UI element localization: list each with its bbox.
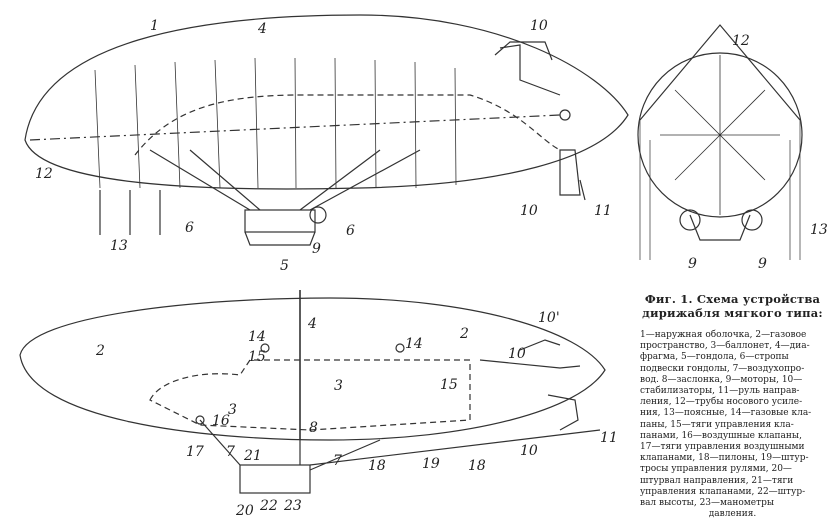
legend-line: паны, 15—тяги управления кла-	[640, 419, 794, 430]
label-9: 9	[688, 256, 697, 272]
label-23: 23	[283, 498, 302, 514]
legend-line: стабилизаторы, 11—руль направ-	[640, 386, 800, 397]
label-10b: 10	[520, 203, 538, 219]
label-8: 8	[309, 420, 318, 436]
label-11: 11	[600, 430, 618, 446]
label-10: 10	[508, 346, 526, 362]
label-1: 1	[150, 18, 159, 34]
legend-line: давления.	[708, 509, 757, 520]
label-19: 19	[422, 456, 440, 472]
label-10-prime: 10'	[538, 310, 560, 326]
legend-line: управления клапанами, 22—штур-	[640, 486, 806, 497]
label-10: 10	[530, 18, 548, 34]
label-15: 15	[248, 349, 266, 365]
label-21: 21	[243, 448, 262, 464]
label-5: 5	[280, 258, 289, 274]
side-view-airship	[24, 14, 629, 246]
label-4: 4	[307, 316, 317, 332]
label-6b: 6	[346, 223, 355, 239]
figure-title-line-1: Фиг. 1. Схема устройства	[644, 292, 821, 306]
front-view-labels: 12 9 9 13	[688, 33, 828, 272]
label-10c: 10	[520, 443, 538, 459]
legend-line: панами, 16—воздушные клапаны,	[640, 430, 802, 441]
section-view-labels: 2 14 15 4 10' 2 14 3 15 10 3 16 8 11 17 …	[95, 310, 618, 519]
legend-line: вал высоты, 23—манометры	[640, 498, 775, 509]
legend-line: вод. 8—заслонка, 9—моторы, 10—	[640, 374, 803, 385]
label-18b: 18	[468, 458, 486, 474]
figure-caption: Фиг. 1. Схема устройства дирижабля мягко…	[640, 292, 825, 520]
legend-line: ния, 13—поясные, 14—газовые кла-	[640, 408, 812, 419]
label-12: 12	[732, 33, 750, 49]
label-13: 13	[110, 238, 128, 254]
label-6: 6	[185, 220, 194, 236]
label-2: 2	[95, 343, 105, 359]
figure-title-line-2: дирижабля мягкого типа:	[642, 306, 823, 320]
label-18: 18	[368, 458, 386, 474]
label-2b: 2	[459, 326, 469, 342]
label-7b: 7	[333, 453, 342, 469]
side-view-labels: 1 4 10 12 13 6 5 9 6 10 11	[35, 18, 612, 274]
legend-line: 1—наружная оболочка, 2—газовое	[640, 330, 807, 340]
label-12: 12	[35, 166, 53, 182]
label-22: 22	[259, 498, 278, 514]
label-16: 16	[212, 413, 230, 429]
figure-title: Фиг. 1. Схема устройства дирижабля мягко…	[640, 292, 825, 320]
label-3b: 3	[228, 402, 237, 418]
label-14b: 14	[405, 336, 423, 352]
section-view-airship	[19, 290, 606, 494]
label-3: 3	[334, 378, 343, 394]
legend-line: клапанами, 18—пилоны, 19—штур-	[640, 453, 809, 464]
legend-line: подвески гондолы, 7—воздухопро-	[640, 363, 805, 374]
label-13: 13	[810, 222, 828, 238]
label-14: 14	[248, 329, 266, 345]
legend-line: ления, 12—трубы носового усиле-	[640, 397, 803, 408]
front-view-airship	[637, 24, 803, 260]
legend-line: пространство, 3—баллонет, 4—диа-	[640, 341, 810, 352]
label-11: 11	[594, 203, 612, 219]
label-4: 4	[257, 21, 267, 37]
label-17: 17	[186, 444, 204, 460]
legend-line: фрагма, 5—гондола, 6—стропы	[640, 352, 789, 363]
label-15b: 15	[440, 377, 458, 393]
label-20: 20	[235, 503, 254, 519]
legend-line: штурвал направления, 21—тяги	[640, 475, 794, 486]
label-9: 9	[312, 241, 321, 257]
legend-line: тросы управления рулями, 20—	[640, 464, 792, 475]
label-9b: 9	[758, 256, 767, 272]
label-7: 7	[226, 444, 235, 460]
legend-line: 17—тяги управления воздушными	[640, 442, 805, 453]
